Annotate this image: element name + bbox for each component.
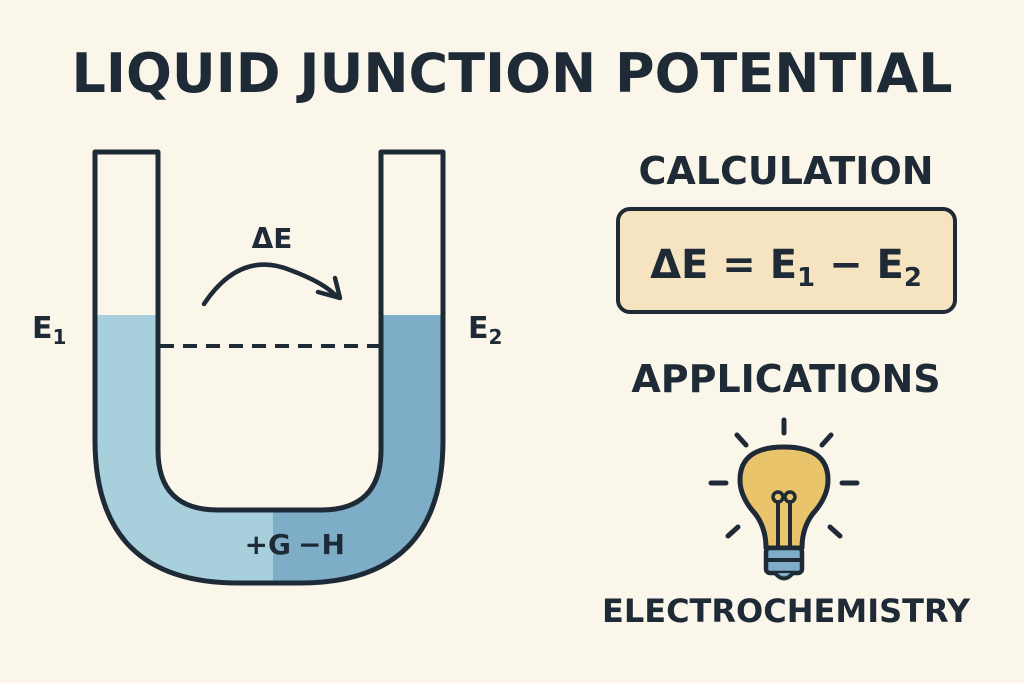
arrow-icon (201, 262, 340, 307)
applications-heading: APPLICATIONS (631, 357, 940, 401)
tube-outline (92, 149, 446, 586)
delta-e-label: ΔE (252, 222, 293, 255)
equation-box (616, 207, 957, 314)
equation: ΔE = E1 − E2 (650, 242, 922, 293)
left-ion-label: +G (245, 528, 291, 561)
e2-label: E2 (468, 311, 502, 349)
calculation-heading: CALCULATION (638, 149, 933, 193)
electrochemistry-label: ELECTROCHEMISTRY (602, 592, 971, 630)
arrowhead-icon (315, 275, 343, 301)
right-ion-label: −H (298, 528, 345, 561)
e1-label: E1 (32, 311, 66, 349)
lightbulb-icon (708, 417, 860, 581)
page-title: LIQUID JUNCTION POTENTIAL (71, 42, 952, 105)
